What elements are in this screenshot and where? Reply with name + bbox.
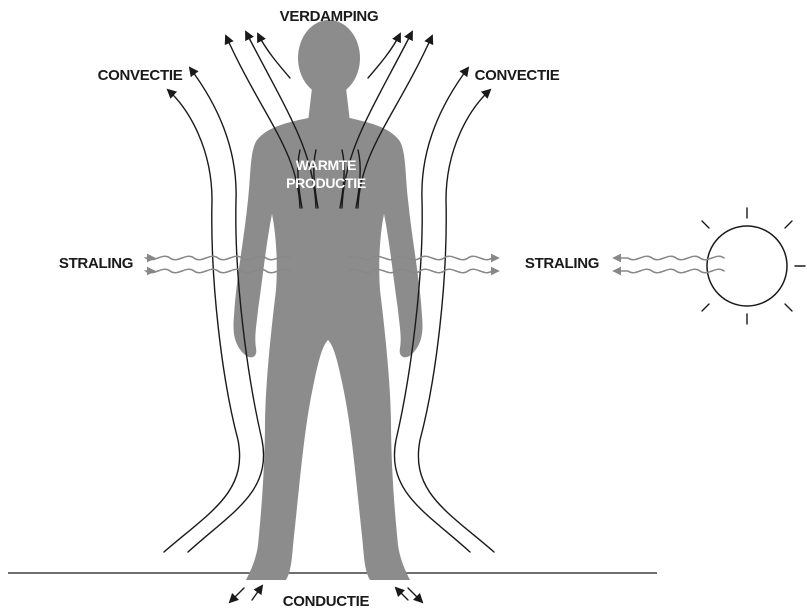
- label-conduction: CONDUCTIE: [283, 593, 370, 610]
- radiation-waves-left: [146, 256, 290, 272]
- sun-icon: [702, 208, 805, 324]
- label-heat-production-line2: PRODUCTIE: [286, 175, 366, 191]
- label-radiation-left: STRALING: [59, 255, 133, 272]
- label-heat-production-line1: WARMTE: [296, 157, 356, 173]
- label-radiation-right: STRALING: [525, 255, 599, 272]
- label-convection-right: CONVECTIE: [475, 67, 560, 84]
- label-evaporation: VERDAMPING: [280, 8, 379, 25]
- label-convection-left: CONVECTIE: [98, 67, 183, 84]
